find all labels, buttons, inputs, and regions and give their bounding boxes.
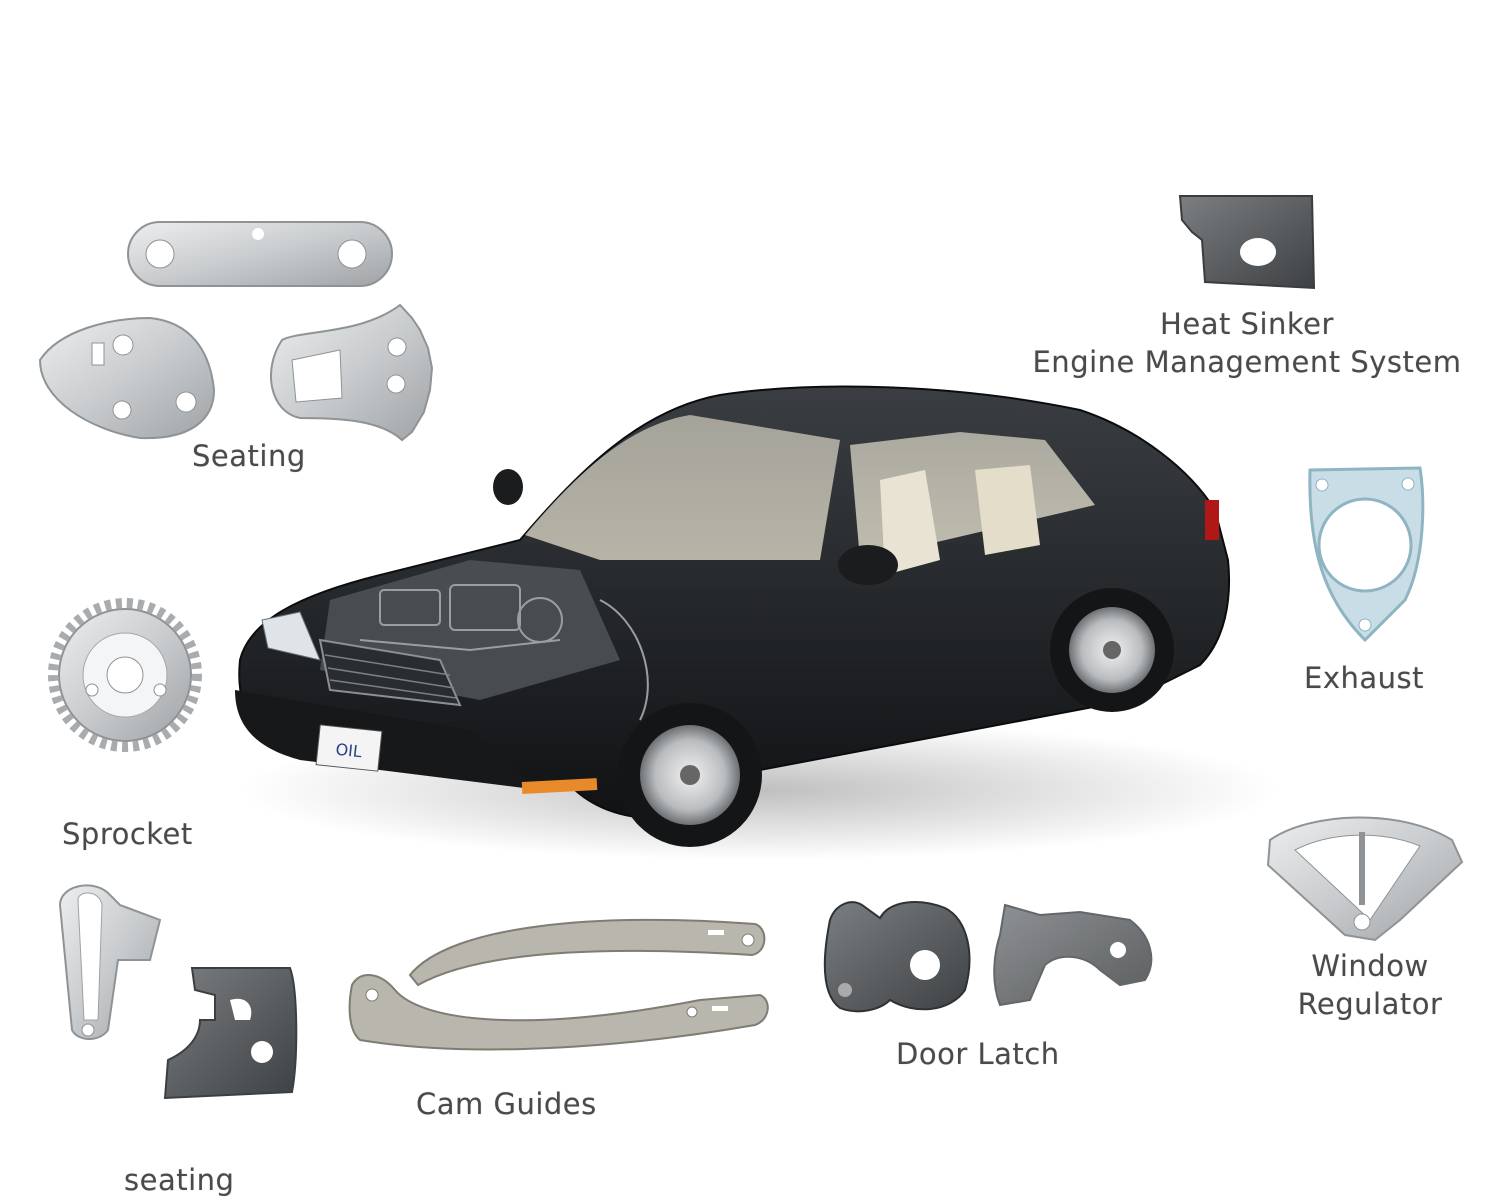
cam-guide-lower [348, 974, 769, 1051]
label-window-line1: Window [1311, 949, 1429, 983]
label-cam-guides: Cam Guides [416, 1087, 597, 1121]
cam-guide-upper [408, 918, 766, 987]
label-window-line2: Regulator [1297, 986, 1443, 1021]
car-seat-rear [975, 465, 1040, 555]
door-latch-part-2 [993, 903, 1153, 1007]
seating-sector-gear [270, 303, 434, 442]
car-tail-light [1205, 500, 1219, 540]
car-mirror [838, 545, 898, 585]
car-windshield [525, 415, 840, 560]
label-sprocket: Sprocket [62, 817, 193, 851]
label-heat-sinker: Heat Sinker Engine Management System [1012, 306, 1482, 381]
label-heat-sinker-line1: Heat Sinker [1160, 307, 1334, 341]
seating-bracket-part [163, 967, 298, 1100]
car-mirror-left [493, 469, 523, 505]
seating-strap-plate [127, 221, 393, 287]
car-license-plate [315, 724, 383, 772]
sprocket-part [48, 598, 202, 752]
window-regulator-part [1266, 816, 1464, 942]
label-door-latch: Door Latch [896, 1037, 1060, 1071]
label-heat-sinker-line2: Engine Management System [1032, 344, 1462, 379]
door-latch-part-1 [823, 901, 971, 1013]
car-bumper [235, 690, 540, 790]
car-front-wheel [618, 703, 762, 847]
seating-lever-part [58, 884, 162, 1040]
car-rear-wheel [1050, 588, 1174, 712]
heat-sinker-part [1178, 195, 1316, 290]
car-license-plate-text: OIL [335, 740, 363, 762]
car-headlight [261, 611, 321, 661]
engine-parts [359, 584, 649, 721]
label-window-regulator: Window Regulator [1270, 948, 1470, 1023]
car-turn-signal [521, 778, 598, 794]
car-cutaway: OIL [235, 385, 1280, 860]
car-grille [318, 638, 462, 707]
seating-triangle-plate [38, 316, 216, 440]
label-seating-top: Seating [192, 439, 306, 473]
exhaust-gasket [1308, 466, 1425, 643]
label-exhaust: Exhaust [1304, 661, 1424, 695]
label-seating-bottom: seating [124, 1163, 235, 1197]
car-seat [880, 470, 940, 575]
